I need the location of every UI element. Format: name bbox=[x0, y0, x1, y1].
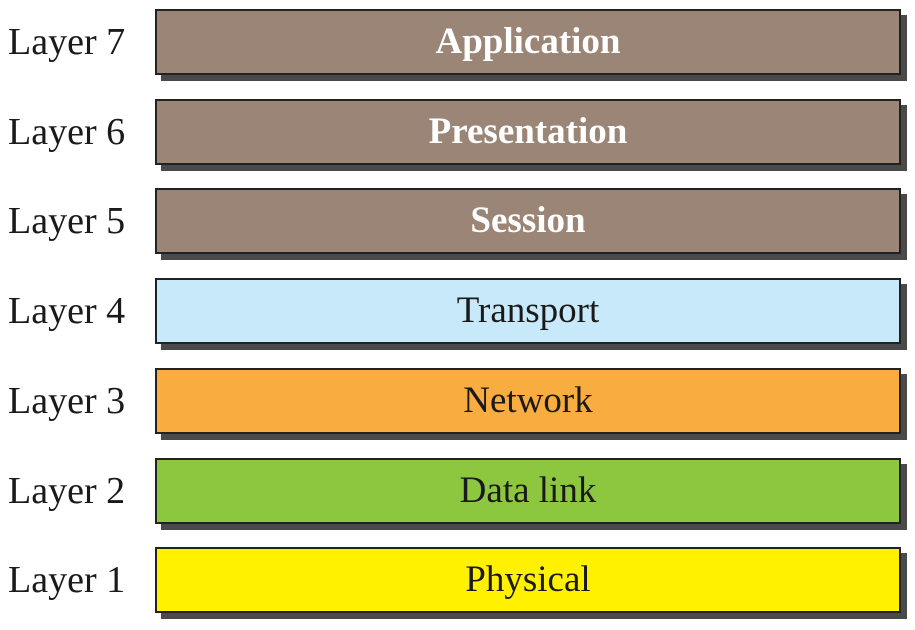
layer-row-3: Layer 3 Network bbox=[0, 367, 915, 434]
layer-5-session-box: Session bbox=[155, 188, 901, 255]
layer-row-2: Layer 2 Data link bbox=[0, 457, 915, 524]
layer-2-number-label: Layer 2 bbox=[8, 469, 126, 512]
layer-3-network-box: Network bbox=[155, 367, 901, 434]
layer-7-number-label: Layer 7 bbox=[8, 21, 126, 63]
layer-1-physical-box: Physical bbox=[155, 547, 901, 614]
layer-row-1: Layer 1 Physical bbox=[0, 547, 915, 614]
layer-6-presentation-box: Presentation bbox=[155, 98, 901, 165]
layer-6-number-label: Layer 6 bbox=[8, 110, 126, 153]
layer-4-number-label: Layer 4 bbox=[8, 290, 126, 333]
layer-row-5: Layer 5 Session bbox=[0, 188, 915, 255]
layer-row-7: Layer 7 Application bbox=[0, 9, 915, 75]
layer-4-transport-box: Transport bbox=[155, 278, 901, 345]
layer-row-6: Layer 6 Presentation bbox=[0, 98, 915, 165]
layer-1-number-label: Layer 1 bbox=[8, 559, 126, 602]
layer-7-application-box: Application bbox=[155, 9, 901, 75]
layer-row-4: Layer 4 Transport bbox=[0, 278, 915, 345]
layer-5-number-label: Layer 5 bbox=[8, 200, 126, 243]
layer-3-number-label: Layer 3 bbox=[8, 379, 126, 422]
layer-2-data-link-box: Data link bbox=[155, 457, 901, 524]
